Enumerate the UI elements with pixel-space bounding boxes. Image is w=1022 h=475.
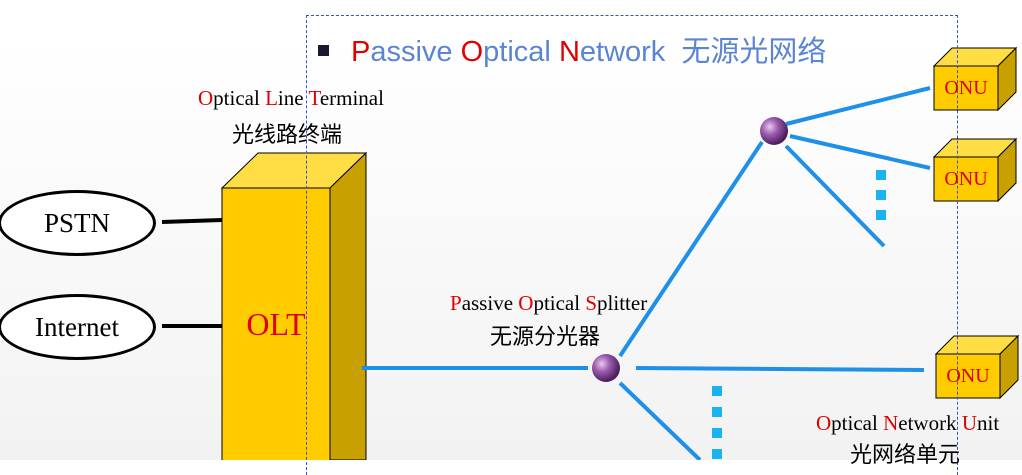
upper-splitter	[760, 117, 788, 145]
page-title: Passive Optical Network 无源光网络	[318, 28, 826, 70]
bullet-icon	[318, 44, 329, 56]
ellipsis-dots-lower	[712, 386, 722, 459]
splitter-label-cn: 无源分光器	[490, 324, 601, 349]
onu-label: ONU	[944, 168, 988, 190]
main-splitter	[592, 354, 620, 382]
onu-box-2: ONU	[932, 137, 1018, 203]
title-cap-p: P	[351, 36, 371, 68]
network-diagram: ONU ONU ONU	[161, 46, 1020, 460]
pstn-label: PSTN	[43, 207, 111, 238]
pstn-node: PSTN	[0, 190, 156, 256]
title-word-1: assive	[370, 36, 461, 68]
internet-label: Internet	[35, 311, 119, 342]
fiber-to-upper-splitter	[618, 140, 764, 358]
fiber-to-onu-3	[635, 366, 925, 372]
title-cap-n: N	[558, 36, 580, 68]
olt-front-face	[221, 187, 331, 460]
onu-label-en: Optical Network Unit	[816, 411, 1000, 435]
fiber-upper-branch	[784, 144, 886, 248]
title-word-3: etwork	[579, 36, 666, 68]
onu-label-cn: 光网络单元	[850, 442, 961, 467]
ellipsis-dots-upper	[876, 170, 886, 220]
olt-label-en: Optical Line Terminal	[198, 86, 384, 110]
internet-node: Internet	[0, 294, 156, 360]
fiber-to-onu-2	[789, 134, 931, 170]
fiber-lower-branch	[618, 381, 702, 460]
onu-label: ONU	[944, 77, 988, 99]
title-chinese: 无源光网络	[681, 36, 827, 68]
title-cap-o: O	[460, 36, 484, 68]
fiber-to-onu-1	[785, 86, 931, 126]
pstn-link	[161, 218, 223, 224]
olt-box-label: OLT	[246, 306, 306, 342]
splitter-label-en: Passive Optical Splitter	[450, 291, 648, 315]
olt-label-cn: 光线路终端	[232, 122, 343, 147]
onu-box-3: ONU	[934, 334, 1020, 400]
pon-frame	[306, 15, 958, 475]
title-word-2: ptical	[483, 36, 559, 68]
onu-box-1: ONU	[932, 46, 1018, 112]
